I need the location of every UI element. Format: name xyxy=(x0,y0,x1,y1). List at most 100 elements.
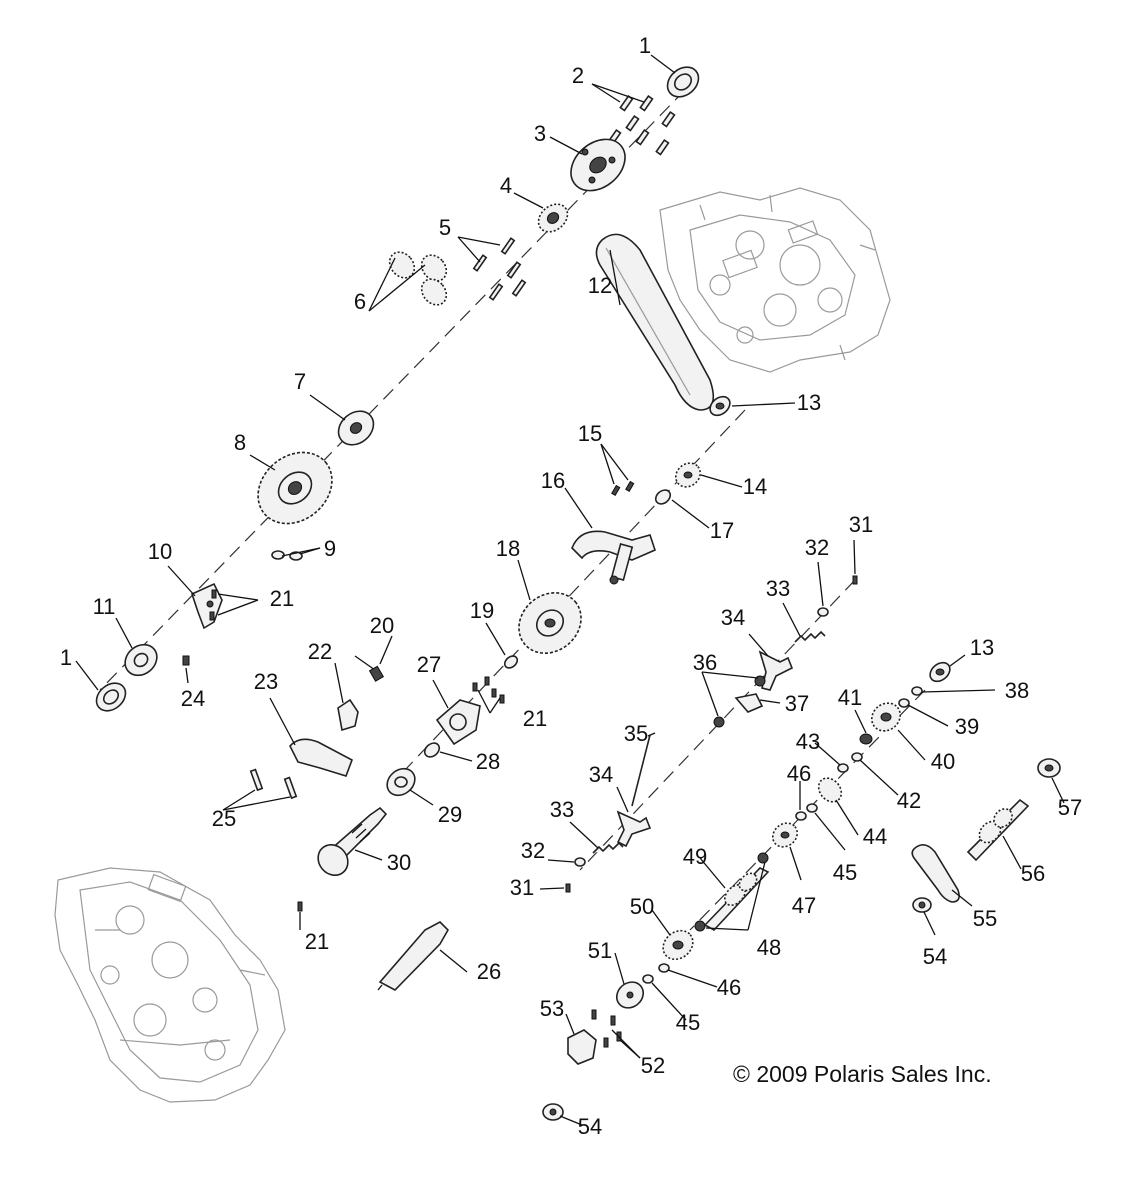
shift-shaft-part-26 xyxy=(377,921,449,991)
hub-part-7 xyxy=(337,410,375,446)
screw-part-21a xyxy=(211,589,217,599)
callout-numbers: 1 2 3 4 5 6 7 8 9 10 11 1 21 24 12 13 15… xyxy=(60,33,1082,1139)
crankcase-housing-lower xyxy=(54,867,286,1103)
gear-part-18 xyxy=(518,592,582,654)
callout-35: 35 xyxy=(624,721,648,746)
callout-42: 42 xyxy=(897,788,921,813)
bearing-part-48b xyxy=(694,920,706,932)
ring-part-45a xyxy=(806,803,818,813)
callout-31: 31 xyxy=(849,512,873,537)
callout-8: 8 xyxy=(234,430,246,455)
gear-part-50 xyxy=(662,929,694,961)
seal-part-54a xyxy=(542,1103,564,1121)
callout-37: 37 xyxy=(785,691,809,716)
callout-56: 56 xyxy=(1021,861,1045,886)
callout-7: 7 xyxy=(294,369,306,394)
callout-21: 21 xyxy=(270,586,294,611)
callout-16: 16 xyxy=(541,468,565,493)
seal-part-57 xyxy=(1037,758,1061,778)
seal-part-54b xyxy=(912,897,932,913)
callout-14: 14 xyxy=(743,474,767,499)
planet-gears-part-6 xyxy=(388,251,448,306)
callout-55: 55 xyxy=(973,906,997,931)
rod-part-35 xyxy=(631,734,651,807)
shift-fork-part-16 xyxy=(571,530,656,585)
gear-part-4 xyxy=(537,203,569,233)
fork-part-10 xyxy=(191,582,223,630)
callout-44: 44 xyxy=(863,824,887,849)
ring-part-45b xyxy=(642,974,654,984)
callout-39: 39 xyxy=(955,714,979,739)
gear-part-41 xyxy=(859,733,873,745)
callout-41: 41 xyxy=(838,685,862,710)
callout-43: 43 xyxy=(796,729,820,754)
ring-part-46a xyxy=(795,811,807,821)
callout-33: 33 xyxy=(550,797,574,822)
pin-part-31a xyxy=(852,575,858,585)
carrier-part-3 xyxy=(570,138,626,192)
gear-part-47 xyxy=(771,822,799,848)
callout-52: 52 xyxy=(641,1053,665,1078)
callout-21: 21 xyxy=(305,929,329,954)
callout-57: 57 xyxy=(1058,795,1082,820)
callout-54: 54 xyxy=(578,1114,602,1139)
callout-13: 13 xyxy=(797,390,821,415)
callout-32: 32 xyxy=(805,535,829,560)
leader-lines xyxy=(75,54,1065,1126)
callout-25: 25 xyxy=(212,806,236,831)
copyright-symbol: © xyxy=(733,1061,750,1087)
ring-gear-part-8 xyxy=(257,451,333,525)
roller-part-36b xyxy=(713,716,725,728)
spring-part-33a xyxy=(794,630,826,643)
callout-3: 3 xyxy=(534,121,546,146)
ring-part-39 xyxy=(898,698,910,708)
callout-11: 11 xyxy=(93,594,116,619)
callout-5: 5 xyxy=(439,215,451,240)
callout-38: 38 xyxy=(1005,678,1029,703)
callout-30: 30 xyxy=(387,850,411,875)
bolts-part-2 xyxy=(607,95,676,156)
callout-29: 29 xyxy=(438,802,462,827)
callout-9: 9 xyxy=(324,536,336,561)
ring-part-19 xyxy=(503,655,519,669)
callout-49: 49 xyxy=(683,844,707,869)
callout-47: 47 xyxy=(792,893,816,918)
callout-17: 17 xyxy=(710,518,734,543)
callout-21: 21 xyxy=(523,706,547,731)
callout-4: 4 xyxy=(500,173,512,198)
ring-part-38 xyxy=(911,686,923,696)
spring-part-20 xyxy=(354,655,385,682)
callout-26: 26 xyxy=(477,959,501,984)
washer-part-42 xyxy=(851,752,863,762)
copyright-text: 2009 Polaris Sales Inc. xyxy=(756,1061,992,1087)
pins-part-5 xyxy=(472,237,527,301)
callout-1: 1 xyxy=(639,33,651,58)
bracket-part-22 xyxy=(337,698,359,732)
callout-28: 28 xyxy=(476,749,500,774)
callout-13: 13 xyxy=(970,635,994,660)
ring-part-46b xyxy=(658,963,670,973)
gear-shaft-part-56 xyxy=(966,798,1030,862)
screw-part-21d xyxy=(297,901,303,912)
callout-32: 32 xyxy=(521,838,545,863)
callout-1: 1 xyxy=(60,645,72,670)
callout-33: 33 xyxy=(766,576,790,601)
callout-50: 50 xyxy=(630,894,654,919)
callout-51: 51 xyxy=(588,938,612,963)
gear-part-40 xyxy=(870,702,902,732)
seal-part-1-top xyxy=(666,66,700,98)
cover-part-53 xyxy=(567,1029,597,1065)
callout-46: 46 xyxy=(787,761,811,786)
callout-40: 40 xyxy=(931,749,955,774)
guide-part-23 xyxy=(289,738,353,777)
bearing-part-13-top xyxy=(709,395,731,417)
callout-45: 45 xyxy=(676,1010,700,1035)
shaft-part-30 xyxy=(317,806,388,877)
output-shaft-part-49 xyxy=(703,867,770,932)
callout-31: 31 xyxy=(510,875,534,900)
callout-15: 15 xyxy=(578,421,602,446)
hub-part-51 xyxy=(615,981,645,1009)
gear-part-14 xyxy=(674,462,702,488)
ring-part-32a xyxy=(817,607,829,617)
